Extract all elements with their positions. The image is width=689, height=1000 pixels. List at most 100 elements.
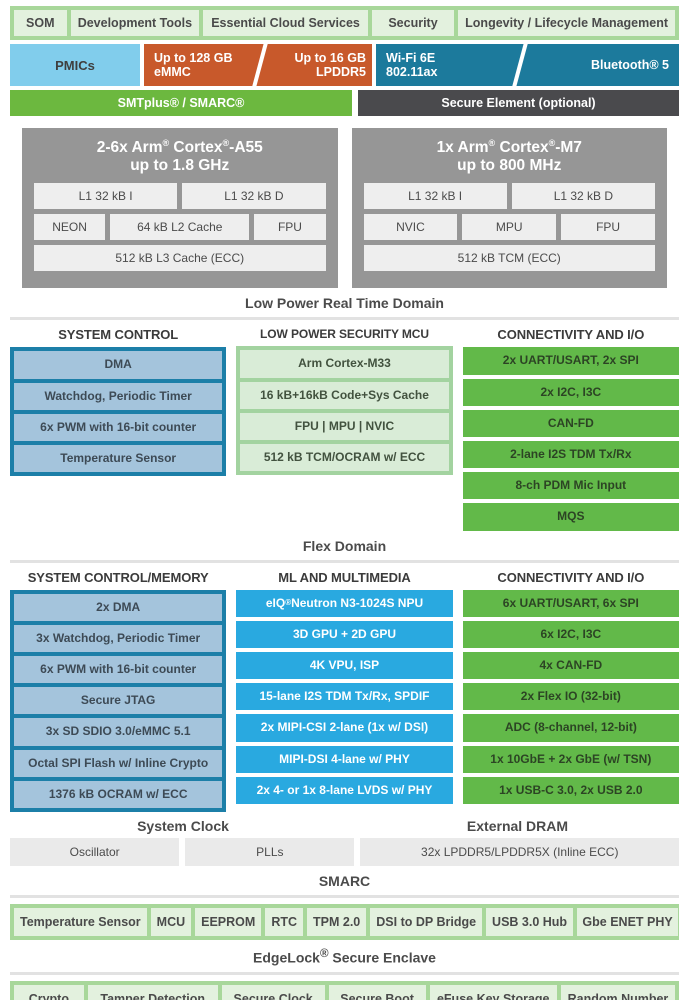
wifi-half: Wi-Fi 6E 802.11ax: [376, 44, 518, 86]
feature-block: 3x SD SDIO 3.0/eMMC 5.1: [14, 718, 223, 746]
feature-block: 8-ch PDM Mic Input: [462, 472, 679, 500]
domain-column-heading: CONNECTIVITY AND I/O: [497, 569, 645, 585]
edgelock-chip: Crypto: [14, 984, 84, 1000]
feature-block: Temperature Sensor: [14, 445, 223, 473]
domain-column: CONNECTIVITY AND I/O 6x UART/USART, 6x SP…: [462, 569, 679, 804]
feature-block: 2x Flex IO (32-bit): [462, 683, 679, 711]
feature-block: Octal SPI Flash w/ Inline Crypto: [14, 749, 223, 777]
smarc-chip: EEPROM: [195, 907, 262, 936]
flex-domain-caption: Flex Domain: [302, 537, 387, 554]
secure-element-block: Secure Element (optional): [358, 90, 679, 116]
edgelock-caption: EdgeLock® Secure Enclave: [253, 946, 436, 966]
edgelock-chip: eFuse Key Storage: [429, 984, 557, 1000]
smarc-chip: USB 3.0 Hub: [486, 907, 574, 936]
cpu-sub-block: 512 kB TCM (ECC): [363, 245, 655, 272]
feature-block: 2x UART/USART, 2x SPI: [462, 347, 679, 375]
feature-block: 4K VPU, ISP: [236, 651, 453, 680]
som-chip: Longevity / Lifecycle Management: [458, 10, 675, 36]
cpu-sub-row: 512 kB TCM (ECC): [363, 245, 655, 272]
edgelock-chip: Secure Clock: [221, 984, 325, 1000]
smarc-chip: Gbe ENET PHY: [577, 907, 679, 936]
emmc-half: Up to 128 GB eMMC: [144, 44, 258, 86]
domain-column-heading: SYSTEM CONTROL: [58, 327, 179, 343]
feature-block: 2x I2C, I3C: [462, 378, 679, 406]
cpu-sub-block: 64 kB L2 Cache: [110, 214, 250, 241]
divider-rule-3: [10, 894, 679, 898]
feature-block: 3D GPU + 2D GPU: [236, 620, 453, 648]
domain-column: SYSTEM CONTROL DMA Watchdog, Periodic Time…: [10, 327, 227, 477]
secure-element-label: Secure Element (optional): [441, 96, 596, 110]
feature-block: 1x USB-C 3.0, 2x USB 2.0: [462, 776, 679, 804]
feature-block: 1x 10GbE + 2x GbE (w/ TSN): [462, 745, 679, 773]
som-chip: Essential Cloud Services: [203, 10, 368, 36]
divider-rule-4: [10, 971, 679, 975]
cpu-sub-block: L1 32 kB D: [511, 183, 655, 210]
feature-block: 6x I2C, I3C: [462, 620, 679, 648]
cpu-sub-block: FPU: [561, 214, 655, 241]
clock-dram-headings: System Clock External DRAM: [10, 818, 679, 834]
low-power-domain-columns: SYSTEM CONTROL DMA Watchdog, Periodic Time…: [10, 327, 679, 531]
feature-block: 3x Watchdog, Periodic Timer: [14, 624, 223, 652]
smarc-chip: RTC: [265, 907, 304, 936]
cpu-sub-block: L1 32 kB I: [363, 183, 507, 210]
som-chip: SOM: [14, 10, 67, 36]
clock-dram-block: PLLs: [185, 837, 355, 866]
smarc-chip: TPM 2.0: [307, 907, 367, 936]
feature-block: DMA: [14, 351, 223, 379]
smarc-chip: DSI to DP Bridge: [370, 907, 483, 936]
external-dram-heading: External DRAM: [466, 817, 569, 834]
bluetooth-label: Bluetooth® 5: [591, 58, 669, 72]
smtplus-smarc-block: SMTplus® / SMARC®: [10, 90, 352, 116]
feature-block: Secure JTAG: [14, 687, 223, 715]
emmc-label: Up to 128 GB eMMC: [154, 51, 233, 79]
feature-block: Arm Cortex-M33: [240, 350, 449, 378]
cpu-sub-block: MPU: [462, 214, 557, 241]
pmics-block: PMICs: [10, 44, 140, 86]
cpu-sub-block: L1 32 kB I: [34, 183, 178, 210]
feature-block: 15-lane I2S TDM Tx/Rx, SPDIF: [236, 683, 453, 711]
cpu-sub-block: L1 32 kB D: [182, 183, 326, 210]
component-band: PMICs Up to 128 GB eMMC Up to 16 GB LPDD…: [10, 44, 679, 86]
feature-block: 2x 4- or 1x 8-lane LVDS w/ PHY: [236, 776, 453, 804]
low-power-domain-caption: Low Power Real Time Domain: [245, 295, 444, 312]
divider-rule-1: [10, 317, 679, 321]
smtplus-label: SMTplus® / SMARC®: [117, 96, 245, 110]
feature-block: 4x CAN-FD: [462, 651, 679, 680]
edgelock-chip: Tamper Detection: [87, 984, 218, 1000]
smarc-chip: Temperature Sensor: [14, 907, 147, 936]
feature-block: FPU | MPU | NVIC: [240, 412, 449, 441]
feature-block: 2x DMA: [14, 593, 223, 621]
som-chip: Development Tools: [70, 10, 200, 36]
carrier-band: SMTplus® / SMARC® Secure Element (option…: [10, 90, 679, 116]
lpddr5-label: Up to 16 GB LPDDR5: [294, 51, 366, 79]
domain-column-heading: ML AND MULTIMEDIA: [278, 569, 411, 585]
bluetooth-half: Bluetooth® 5: [518, 44, 679, 86]
feature-block: Watchdog, Periodic Timer: [14, 382, 223, 410]
som-chip: Security: [371, 10, 455, 36]
cpu-sub-block: FPU: [254, 214, 326, 241]
edgelock-chip: Random Number: [560, 984, 675, 1000]
feature-block: MIPI-DSI 4-lane w/ PHY: [236, 745, 453, 773]
